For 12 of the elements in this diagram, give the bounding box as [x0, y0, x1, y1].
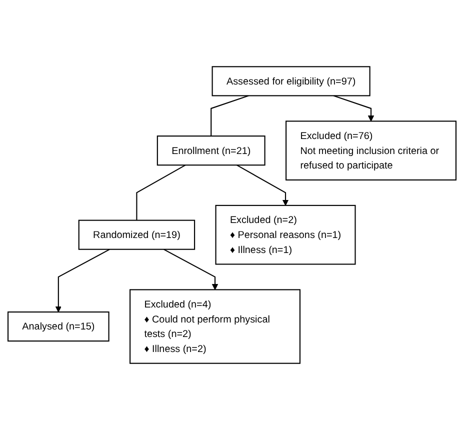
node-box: Analysed (n=15) — [7, 311, 110, 342]
arrow — [163, 248, 218, 290]
arrow — [55, 248, 110, 312]
node-box: Excluded (n=4) ♦ Could not perform physical tests (n=2) ♦ Illness (n=2) — [130, 289, 300, 364]
connector — [136, 164, 186, 220]
node-box: Enrollment (n=21) — [156, 136, 266, 166]
node-box: Randomized (n=19) — [78, 220, 196, 250]
node-box: Excluded (n=76) Not meeting inclusion criteria or refused to participate — [286, 120, 456, 180]
node-box: Excluded (n=2) ♦ Personal reasons (n=1) ♦ Illness (n=1) — [215, 204, 356, 265]
arrow — [333, 95, 374, 122]
arrow — [236, 164, 289, 206]
node-box: Assessed for eligibility (n=97) — [212, 66, 370, 96]
